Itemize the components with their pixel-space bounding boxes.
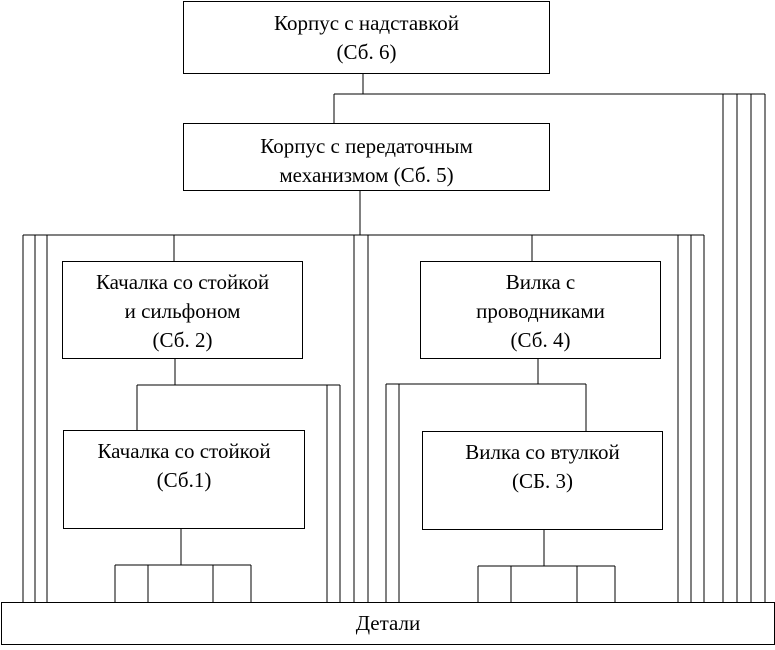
node-sb1: Качалка со стойкой (Сб.1) — [63, 430, 305, 529]
edge-sb6 — [333, 73, 766, 603]
node-sb4-line2: проводниками — [476, 299, 605, 323]
edge-sb2 — [136, 358, 341, 603]
node-sb3-line2: (СБ. 3) — [511, 469, 574, 493]
node-sb3-line1: Вилка со втулкой — [465, 440, 620, 464]
node-sb5: Корпус с передаточным механизмом (Сб. 5) — [183, 123, 550, 191]
node-sb2: Качалка со стойкой и сильфоном (Сб. 2) — [62, 261, 303, 359]
node-sb1-line1: Качалка со стойкой — [97, 439, 271, 463]
node-sb4: Вилка с проводниками (Сб. 4) — [420, 261, 661, 359]
node-sb4-line1: Вилка с — [505, 270, 576, 294]
node-sb6-line2: (Сб. 6) — [336, 40, 397, 64]
node-sb2-line3: (Сб. 2) — [152, 328, 213, 352]
edge-sb3 — [477, 529, 616, 603]
node-details: Детали — [1, 602, 775, 645]
edge-sb5 — [22, 190, 705, 603]
node-sb1-line2: (Сб.1) — [156, 468, 212, 492]
node-sb5-line2: механизмом (Сб. 5) — [279, 163, 454, 187]
edge-sb1 — [114, 528, 252, 603]
edge-sb4 — [385, 358, 587, 603]
node-sb2-line2: и сильфоном — [124, 299, 241, 323]
node-sb6-line1: Корпус с надставкой — [274, 11, 459, 35]
node-sb4-line3: (Сб. 4) — [510, 328, 571, 352]
node-sb5-line1: Корпус с передаточным — [260, 134, 473, 158]
node-sb3: Вилка со втулкой (СБ. 3) — [422, 431, 663, 530]
node-sb2-line1: Качалка со стойкой — [95, 270, 270, 294]
node-details-label: Детали — [355, 611, 421, 635]
node-sb6: Корпус с надставкой (Сб. 6) — [183, 1, 550, 74]
